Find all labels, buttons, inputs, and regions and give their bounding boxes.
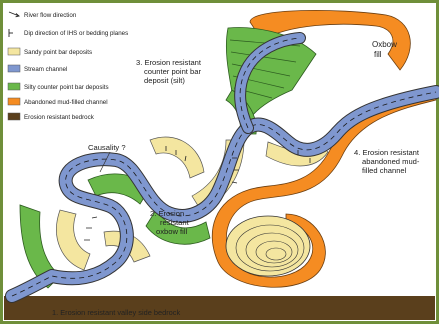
annotation-counter-point-bar-line1: 3. Erosion resistant bbox=[136, 58, 202, 67]
legend-swatch-bedrock bbox=[8, 113, 20, 120]
legend-swatch-silty bbox=[8, 83, 20, 90]
legend-swatch-mud bbox=[8, 98, 20, 105]
annotation-counter-point-bar: 3. Erosion resistant counter point bar d… bbox=[136, 58, 202, 85]
annotation-oxbow-fill-line2: fill bbox=[374, 50, 382, 59]
legend-label-bedrock: Erosion resistant bedrock bbox=[24, 114, 95, 121]
legend-label-river-flow: River flow direction bbox=[24, 12, 77, 19]
legend-label-mud: Abandoned mud-filled channel bbox=[24, 99, 108, 106]
oxbow-deposit bbox=[226, 216, 310, 276]
annotation-abandoned-channel-line3: filled channel bbox=[362, 166, 407, 175]
annotation-causality: Causality ? bbox=[88, 143, 126, 152]
annotation-oxbow-resistant-line2: resistant bbox=[160, 218, 190, 227]
legend-label-stream: Stream channel bbox=[24, 66, 67, 73]
legend-label-silty: Silty counter point bar deposits bbox=[24, 84, 109, 91]
legend-swatch-stream bbox=[8, 65, 20, 72]
annotation-abandoned-channel-line1: 4. Erosion resistant bbox=[354, 148, 420, 157]
annotation-abandoned-channel-line2: abandoned mud- bbox=[362, 157, 420, 166]
legend-label-sandy: Sandy point bar deposits bbox=[24, 49, 92, 56]
annotation-oxbow-resistant-line3: oxbow fill bbox=[156, 227, 188, 236]
legend-swatch-sandy bbox=[8, 48, 20, 55]
annotation-counter-point-bar-line3: deposit (silt) bbox=[144, 76, 185, 85]
legend: River flow direction Dip direction of IH… bbox=[4, 4, 128, 122]
annotation-oxbow-fill-line1: Oxbow bbox=[372, 40, 397, 49]
annotation-counter-point-bar-line2: counter point bar bbox=[144, 67, 201, 76]
annotation-bedrock: 1. Erosion resistant valley side bedrock bbox=[52, 308, 180, 317]
legend-label-dip: Dip direction of IHS or bedding planes bbox=[24, 30, 128, 37]
annotation-abandoned-channel: 4. Erosion resistant abandoned mud- fill… bbox=[354, 148, 420, 175]
annotation-oxbow-resistant-line1: 2. Erosion bbox=[150, 209, 184, 218]
